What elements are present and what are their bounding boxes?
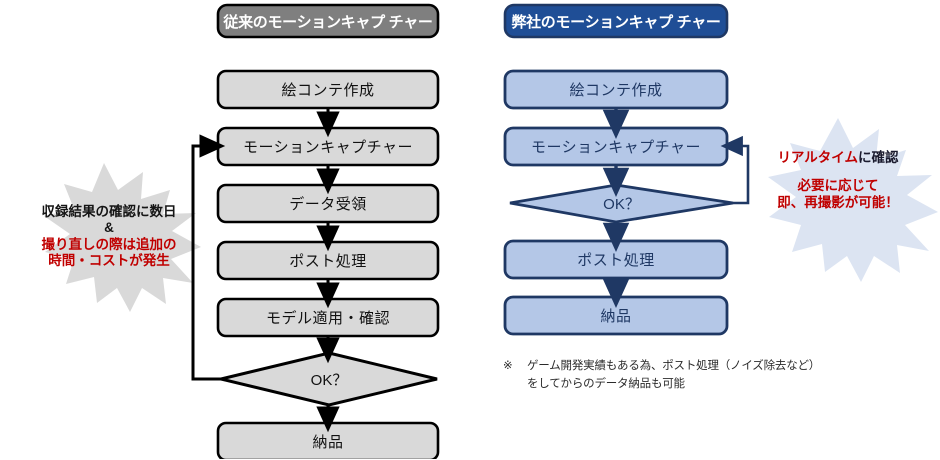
left-box-storyboard[interactable] (216, 69, 440, 110)
callout-burst-right (768, 118, 938, 282)
footnote-line2: をしてからのデータ納品も可能 (527, 377, 685, 390)
callout-burst-left (44, 163, 201, 312)
left-box-model-apply[interactable] (216, 297, 440, 338)
right-feedback-arrow (720, 135, 750, 205)
left-box-post-process[interactable] (216, 240, 440, 281)
right-box-storyboard[interactable] (503, 69, 729, 110)
footnote-line1: ゲーム開発実績もある為、ポスト処理（ノイズ除去など） (527, 360, 821, 372)
left-box-delivery[interactable] (216, 421, 440, 459)
left-diamond-ok[interactable] (220, 351, 438, 407)
right-box-delivery[interactable] (503, 295, 729, 336)
left-box-data-receive[interactable] (216, 183, 440, 224)
left-feedback-arrow (191, 134, 226, 381)
left-header-pill (216, 3, 440, 39)
footnote-mark: ※ (503, 360, 513, 372)
right-header-pill (503, 3, 729, 39)
right-diamond-ok[interactable] (509, 183, 734, 224)
left-box-mocap[interactable] (216, 126, 440, 167)
footnote: ※ ゲーム開発実績もある為、ポスト処理（ノイズ除去など） をしてからのデータ納品… (503, 358, 863, 394)
right-box-mocap[interactable] (503, 126, 729, 167)
right-box-post-process[interactable] (503, 239, 729, 280)
